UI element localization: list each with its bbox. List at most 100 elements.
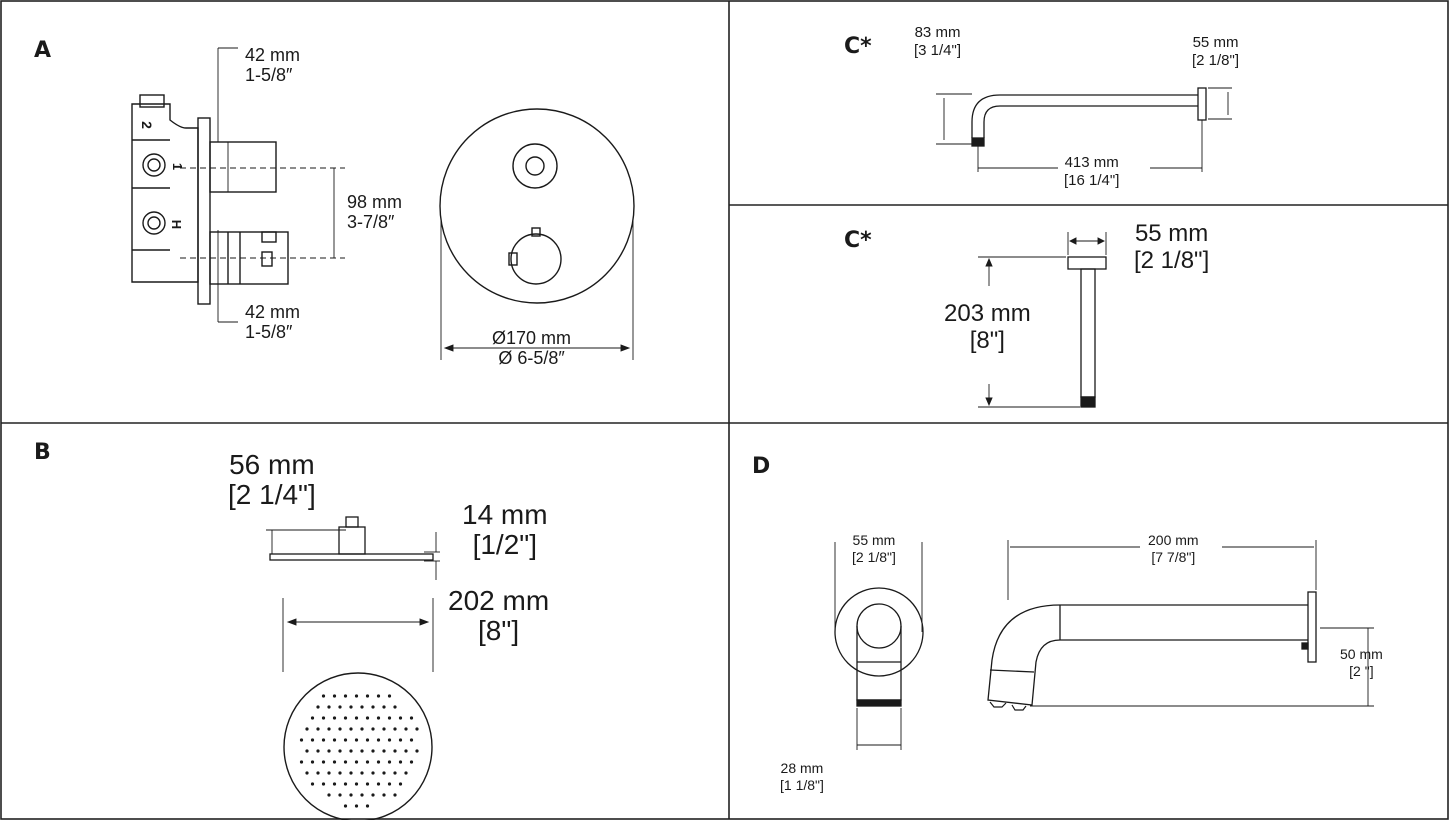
nozzle-dot: [376, 694, 381, 698]
ceiling-arm-dimensions: [978, 232, 1107, 408]
nozzle-dot: [365, 760, 370, 764]
nozzle-dot: [415, 749, 419, 753]
nozzle-dot: [338, 749, 342, 753]
nozzle-dot: [354, 694, 359, 698]
nozzle-dot: [382, 793, 386, 797]
shower-head-width-dimension: 56 mm [2 1/4"]: [228, 449, 316, 510]
nozzle-dot: [393, 749, 397, 753]
nozzle-dot: [393, 727, 397, 731]
section-a-top-dimension: 42 mm 1-5/8″: [245, 45, 301, 85]
nozzle-dot: [354, 804, 359, 808]
nozzle-dot: [349, 771, 353, 775]
nozzle-dot: [354, 716, 359, 720]
nozzle-dot: [360, 749, 364, 753]
nozzle-dot: [332, 716, 337, 720]
trim-plate-front-view: [439, 108, 635, 304]
nozzle-dot: [354, 760, 359, 764]
nozzle-dot: [387, 694, 392, 698]
ceiling-arm-length-dimension: 203 mm [8"]: [944, 300, 1031, 354]
spout-front-dimensions: [834, 542, 923, 750]
section-a-label: A: [34, 38, 52, 63]
nozzle-dot: [415, 727, 419, 731]
nozzle-dot: [360, 705, 364, 709]
nozzle-dot: [382, 771, 386, 775]
spout-height-dimension: 50 mm [2 "]: [1340, 646, 1383, 679]
wall-arm-dimensions: [936, 87, 1232, 172]
nozzle-dot: [349, 749, 353, 753]
nozzle-dot: [343, 804, 348, 808]
nozzle-dot: [349, 793, 353, 797]
nozzle-dot: [387, 760, 392, 764]
port-1-label: 1: [170, 162, 186, 171]
nozzle-dot: [371, 793, 375, 797]
nozzle-dot: [387, 738, 392, 742]
nozzle-dot: [365, 738, 370, 742]
nozzle-dot: [376, 760, 381, 764]
nozzle-dot: [398, 760, 403, 764]
nozzle-dot: [387, 716, 392, 720]
shower-head-side-view: [269, 516, 434, 561]
section-d-label: D: [752, 454, 771, 479]
nozzle-dot: [338, 793, 342, 797]
nozzle-dot: [316, 771, 320, 775]
nozzle-dot: [349, 705, 353, 709]
nozzle-dot: [409, 716, 414, 720]
wall-arm-length-dimension: 413 mm [16 1/4"]: [1064, 154, 1120, 189]
spout-front-view: [834, 587, 924, 707]
nozzle-dot: [343, 716, 348, 720]
nozzle-dot: [327, 705, 331, 709]
nozzle-dot: [332, 694, 337, 698]
section-a-dimensions: [180, 47, 345, 323]
nozzle-dot: [343, 782, 348, 786]
nozzle-dot: [371, 705, 375, 709]
nozzle-dot: [404, 771, 408, 775]
nozzle-dot: [365, 782, 370, 786]
nozzle-dot: [360, 771, 364, 775]
nozzle-dot: [299, 738, 304, 742]
nozzle-dot: [393, 793, 397, 797]
nozzle-dot: [332, 738, 337, 742]
section-b-label: B: [34, 440, 51, 465]
wall-arm-drop-dimension: 83 mm [3 1/4"]: [914, 24, 962, 59]
nozzle-dot: [327, 727, 331, 731]
nozzle-dot: [398, 738, 403, 742]
nozzle-dot: [343, 694, 348, 698]
section-b-dimensions: [266, 529, 440, 672]
nozzle-dot: [404, 749, 408, 753]
nozzle-dot: [321, 782, 326, 786]
port-h-label: H: [169, 219, 185, 230]
nozzle-dot: [321, 738, 326, 742]
section-a-center-dimension: 98 mm 3-7/8″: [347, 192, 403, 232]
nozzle-dot: [382, 727, 386, 731]
nozzle-dot: [327, 749, 331, 753]
nozzle-dot: [393, 705, 397, 709]
nozzle-dot: [321, 716, 326, 720]
wall-arm-side-view: [971, 87, 1207, 147]
ceiling-arm-side-view: [1067, 256, 1107, 408]
nozzle-dot: [382, 749, 386, 753]
shower-head-diameter-dimension: 202 mm [8"]: [448, 585, 550, 646]
spout-length-dimension: 200 mm [7 7/8"]: [1148, 532, 1199, 565]
nozzle-dot: [338, 771, 342, 775]
nozzle-dot: [310, 760, 315, 764]
port-2-label: 2: [138, 121, 155, 129]
shower-nozzle-pattern: [299, 694, 419, 808]
section-a-bottom-dimension: 42 mm 1-5/8″: [245, 302, 301, 342]
nozzle-dot: [376, 716, 381, 720]
wall-arm-flange-dimension: 55 mm [2 1/8"]: [1192, 34, 1240, 69]
nozzle-dot: [321, 760, 326, 764]
ceiling-arm-flange-dimension: 55 mm [2 1/8"]: [1134, 220, 1210, 274]
nozzle-dot: [371, 771, 375, 775]
nozzle-dot: [321, 694, 326, 698]
nozzle-dot: [310, 782, 315, 786]
nozzle-dot: [387, 782, 392, 786]
nozzle-dot: [398, 716, 403, 720]
nozzle-dot: [371, 749, 375, 753]
nozzle-dot: [305, 749, 309, 753]
nozzle-dot: [354, 782, 359, 786]
nozzle-dot: [343, 760, 348, 764]
spout-flange-dimension: 55 mm [2 1/8"]: [852, 532, 896, 565]
nozzle-dot: [409, 738, 414, 742]
nozzle-dot: [338, 705, 342, 709]
